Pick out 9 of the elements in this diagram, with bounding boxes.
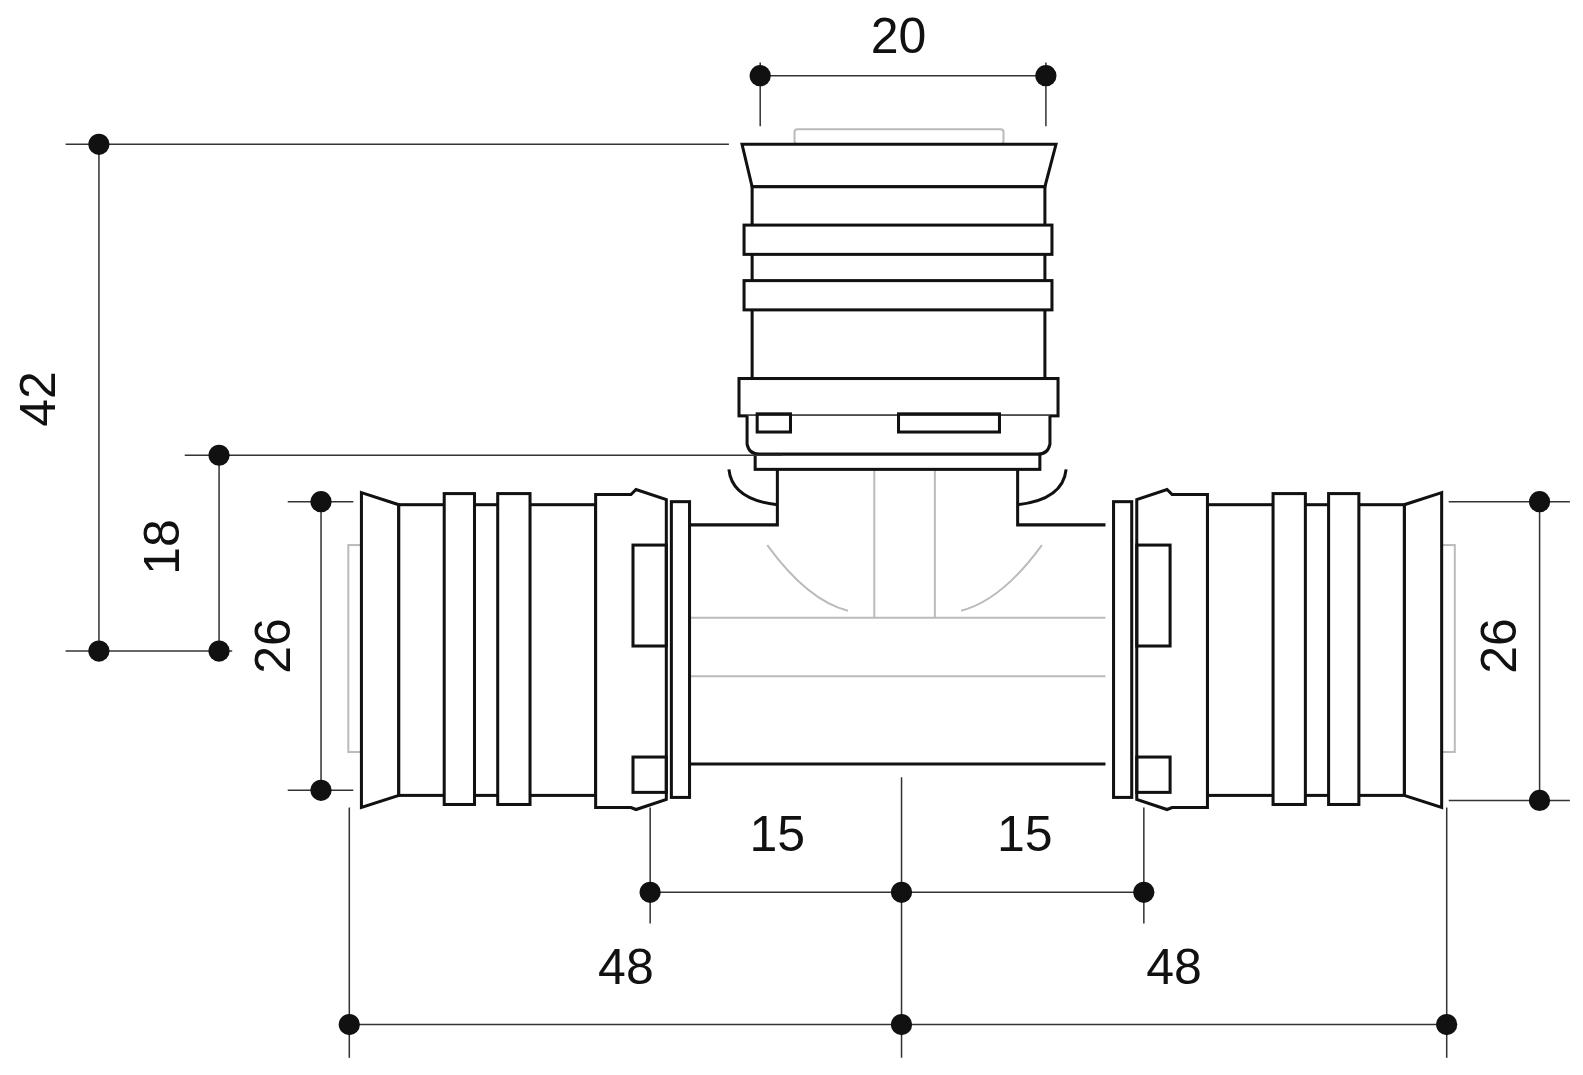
dimension-label: 18 — [136, 519, 187, 575]
dimension-label: 15 — [996, 808, 1053, 859]
dimension-label: 48 — [1146, 942, 1202, 992]
dimension-label: 42 — [13, 370, 64, 427]
dimension-label: 20 — [870, 11, 927, 62]
dimension-label: 15 — [749, 808, 806, 859]
dimension-label: 26 — [1474, 618, 1525, 674]
dimension-label: 48 — [598, 942, 654, 992]
dimension-label: 26 — [247, 618, 298, 674]
